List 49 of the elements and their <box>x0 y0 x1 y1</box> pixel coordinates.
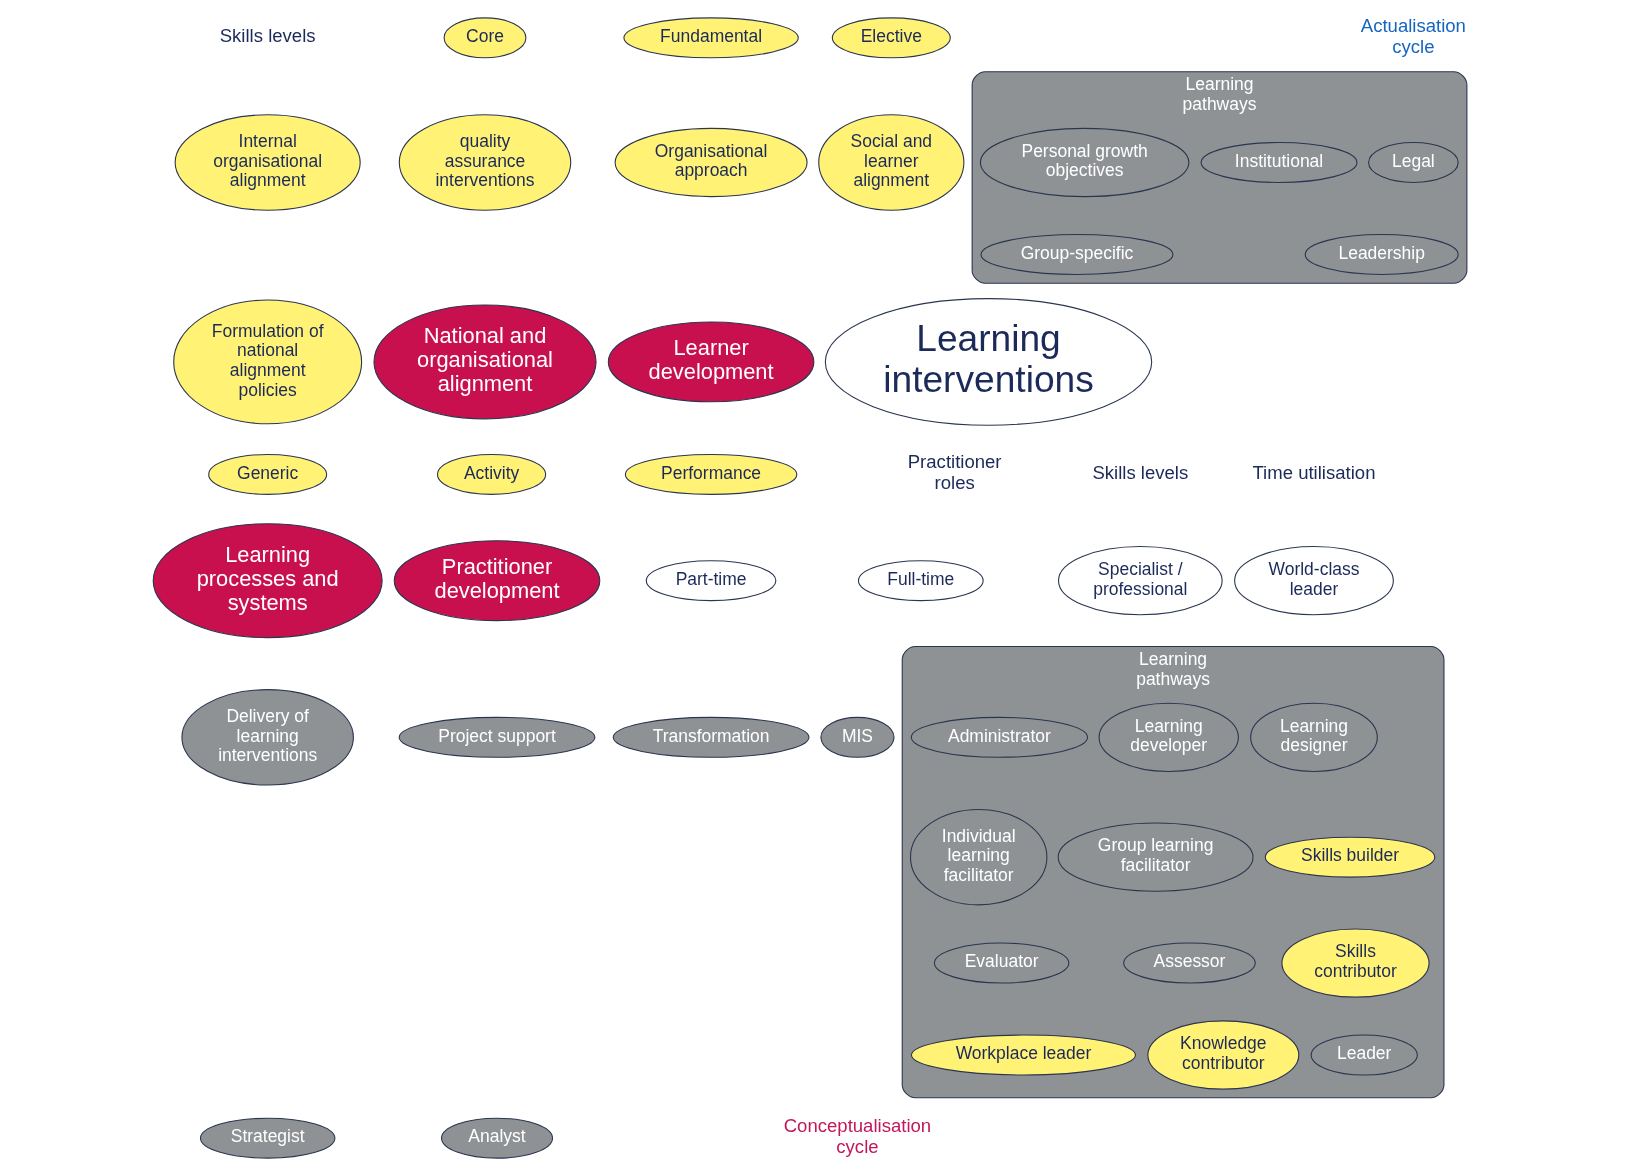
node-ellipse: Internal organisational alignment <box>174 114 361 211</box>
node-ellipse: Performance <box>624 453 798 495</box>
node-ellipse: Learning processes and systems <box>152 523 383 639</box>
node-ellipse: Specialist / professional <box>1057 546 1223 616</box>
node-ellipse: Transformation <box>612 716 810 758</box>
node-ellipse: Analyst <box>440 1117 554 1159</box>
node-ellipse: Group learning facilitator <box>1057 822 1254 892</box>
node-ellipse: Learning interventions <box>824 298 1153 426</box>
node-ellipse: National and organisational alignment <box>373 304 597 420</box>
label: Time utilisation <box>1252 461 1376 483</box>
node-ellipse: Skills builder <box>1264 836 1436 878</box>
label: Practitioner roles <box>907 451 1002 494</box>
label: Conceptualisation cycle <box>783 1115 932 1158</box>
node-ellipse: Individual learning facilitator <box>909 808 1048 906</box>
node-ellipse: Organisational approach <box>614 127 808 198</box>
node-ellipse: Fundamental <box>623 17 799 59</box>
node-ellipse: Evaluator <box>933 942 1070 984</box>
node-ellipse: Leadership <box>1304 233 1459 275</box>
node-ellipse: Leader <box>1310 1034 1418 1076</box>
node-ellipse: Core <box>443 17 527 59</box>
node-ellipse: Knowledge contributor <box>1147 1020 1300 1090</box>
node-ellipse: Workplace leader <box>910 1034 1137 1076</box>
node-ellipse: Activity <box>436 453 547 495</box>
node-ellipse: Learning developer <box>1098 702 1239 772</box>
label: Skills levels <box>219 25 316 47</box>
node-ellipse: quality assurance interventions <box>398 114 572 211</box>
node-ellipse: Learning designer <box>1250 702 1378 772</box>
node-ellipse: Formulation of national alignment policies <box>173 299 363 425</box>
node-ellipse: MIS <box>820 716 895 758</box>
node-ellipse: Part-time <box>645 560 777 602</box>
node-ellipse: World-class leader <box>1234 546 1394 616</box>
node-ellipse: Assessor <box>1123 942 1256 984</box>
node-ellipse: Full-time <box>857 560 984 602</box>
node-ellipse: Learner development <box>607 321 815 403</box>
node-ellipse: Project support <box>398 716 596 758</box>
label: Skills levels <box>1092 461 1189 483</box>
node-ellipse: Personal growth objectives <box>979 127 1190 198</box>
node-ellipse: Social and learner alignment <box>818 114 965 211</box>
node-ellipse: Practitioner development <box>393 540 601 622</box>
node-ellipse: Legal <box>1368 142 1459 183</box>
label: Actualisation cycle <box>1360 14 1466 57</box>
node-ellipse: Elective <box>831 17 951 59</box>
node-ellipse: Institutional <box>1200 142 1358 183</box>
node-ellipse: Delivery of learning interventions <box>181 689 354 786</box>
node-ellipse: Group-specific <box>980 233 1174 275</box>
node-ellipse: Strategist <box>199 1117 336 1159</box>
node-ellipse: Skills contributor <box>1281 928 1430 998</box>
node-ellipse: Generic <box>208 453 328 495</box>
node-ellipse: Administrator <box>910 716 1089 758</box>
